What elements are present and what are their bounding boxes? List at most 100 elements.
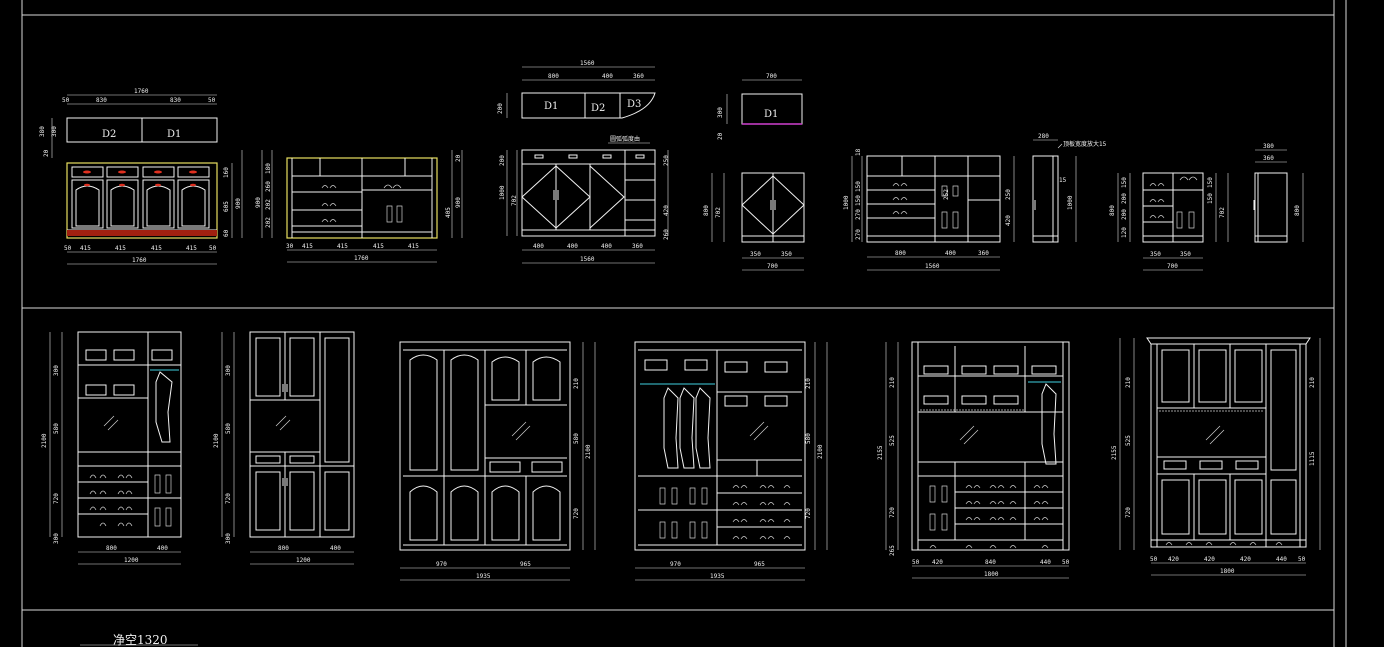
cabinet-5-group: 1000 18 150 150 270 270 252 250 420 800 … [843,148,1015,271]
cab5-b1: 800 [895,250,906,257]
cabinet-7-group: 800 150 200 200 120 150 150 702 350 350 … [1109,172,1229,271]
cabinet-8-group: 380 360 800 [1253,143,1304,243]
cab1-plan-h1: 380 [39,126,46,137]
cab2-w3: 415 [373,243,384,250]
cab4-b-total: 700 [767,263,778,270]
cab3-plan-w2: 400 [602,73,613,80]
cab8-side-dim: 800 [1294,205,1301,216]
cab6-side[interactable] [1032,155,1059,243]
cab7-right-2: 150 [1207,193,1214,204]
cab2-right-total: 900 [455,197,462,208]
cab1-elevation[interactable] [66,162,218,239]
wardrobe-6[interactable] [1150,343,1307,548]
cab3-plan-total: 1560 [580,60,595,67]
footer-group: 净空1320 [80,633,198,647]
wardrobe-2[interactable] [249,331,355,538]
cab1-plan-end: 50 [208,97,216,104]
cab3-plan[interactable] [521,92,656,119]
w6-side-1: 210 [1309,377,1316,388]
w6-side: 1115 [1309,451,1316,466]
w2-total: 1200 [296,557,311,564]
cab4-b2: 350 [781,251,792,258]
cab1-total: 1760 [132,257,147,264]
cab3-right-2: 420 [663,205,670,216]
w5-dim-2: 525 [889,435,896,446]
cab6-note: 顶板宽度放大15 [1063,140,1107,148]
cab4-left-total: 800 [703,205,710,216]
w5-width-4: 440 [1040,559,1051,566]
cab1-door-a: D2 [102,129,116,140]
cab4-b1: 350 [750,251,761,258]
w5-dim-3: 720 [889,507,896,518]
wardrobe-4-group: 210 580 720 2100 970 965 1935 [634,341,828,581]
w3-width-1: 970 [436,561,447,568]
w3-total: 1935 [476,573,491,580]
w2-dim-2: 580 [225,423,232,434]
cab3-door-1: D1 [544,101,558,112]
cab3-b1: 400 [533,243,544,250]
w2-height: 2100 [213,433,220,448]
cab3-left-2: 702 [511,195,518,206]
wardrobe-5[interactable] [911,341,1070,551]
cab3-plan-h1: 200 [497,103,504,114]
w2-width-1: 800 [278,545,289,552]
footer-label: 净空1320 [113,633,168,647]
cab5-left-total: 1000 [843,195,850,210]
cab3-left-1: 200 [499,155,506,166]
cabinet-4-group: 700 D1 300 20 800 702 350 350 700 [703,73,805,271]
w5-total: 1800 [984,571,999,578]
w1-dim-4: 300 [53,533,60,544]
wardrobe-1[interactable] [77,331,182,538]
cab3-b3: 400 [601,243,612,250]
cab7-left-2: 200 [1121,193,1128,204]
w1-height: 2100 [41,433,48,448]
cab2-total: 1760 [354,255,369,262]
cab2-left-1: 180 [265,163,272,174]
cab4-left-1: 702 [715,207,722,218]
wardrobe-3[interactable] [399,341,571,551]
cab1-end-r: 50 [209,245,217,252]
w5-dim-4: 265 [889,545,896,556]
wardrobe-4[interactable] [634,341,806,551]
cab5-mid-1: 252 [943,189,950,200]
cab4-plan-h2: 20 [717,132,724,140]
cab5-b3: 360 [978,250,989,257]
w1-dim-3: 720 [53,493,60,504]
w4-width-1: 970 [670,561,681,568]
w5-dim-1: 210 [889,377,896,388]
cab7-left-1: 150 [1121,177,1128,188]
cab5-elevation[interactable] [866,155,1001,243]
cab3-b-total: 1560 [580,256,595,263]
cab4-door: D1 [764,109,778,120]
cab8-side[interactable] [1254,172,1288,243]
cab1-side-total: 900 [235,198,242,209]
cab2-w1: 415 [302,243,313,250]
wardrobe-3-group: 210 580 720 2100 970 965 1935 [399,341,596,581]
cab5-left-1: 150 [855,181,862,192]
cab7-b1: 350 [1150,251,1161,258]
cab3-elevation[interactable] [521,149,656,237]
w4-width-2: 965 [754,561,765,568]
cab3-plan-w3: 360 [633,73,644,80]
w3-dim-3: 720 [573,508,580,519]
w5-width-2: 420 [932,559,943,566]
cab3-b4: 360 [632,243,643,250]
cabinet-2-group: 415 415 415 415 30 1760 900 180 260 202 … [255,150,463,263]
cab4-plan-total: 700 [766,73,777,80]
cab1-plan-h3: 300 [51,126,58,137]
cab3-left-total: 1000 [499,185,506,200]
cab6-side-dim: 1000 [1067,195,1074,210]
cab5-b-total: 1560 [925,263,940,270]
cab1-plan-w2: 830 [170,97,181,104]
cab1-end-l: 50 [64,245,72,252]
cab1-w2: 415 [115,245,126,252]
w4-height: 2100 [817,444,824,459]
w5-height: 2155 [877,445,884,460]
cab2-left-3: 202 [265,199,272,210]
w6-width-2: 420 [1168,556,1179,563]
wardrobe-5-group: 2155 210 525 720 265 50 420 840 440 50 1… [877,341,1070,579]
cab3-b2: 400 [567,243,578,250]
wardrobe-1-group: 2100 300 580 720 300 800 400 1200 [41,331,182,565]
w2-dim-3: 720 [225,493,232,504]
